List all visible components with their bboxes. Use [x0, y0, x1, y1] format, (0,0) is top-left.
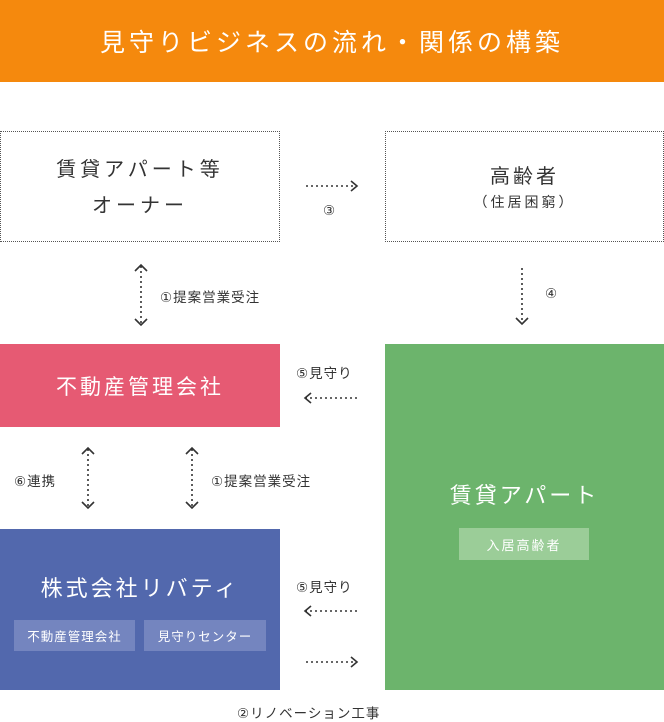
owner-label-line1: 賃貸アパート等 — [56, 156, 224, 181]
label-owner-elderly: ③ — [323, 203, 337, 219]
label-owner-mgmt: ①提案営業受注 — [160, 290, 261, 306]
elderly-label-line2: （住居困窮） — [473, 194, 576, 211]
arrow-watch-to-liberty — [303, 605, 357, 617]
apartment-title: 賃貸アパート — [449, 484, 600, 509]
label-watch-mgmt: ⑤見守り — [296, 366, 353, 382]
apartment-badge: 入居高齢者 — [459, 528, 589, 560]
liberty-badge-management: 不動産管理会社 — [14, 620, 135, 651]
liberty-box: 株式会社リバティ 不動産管理会社 見守りセンター — [0, 529, 280, 690]
arrow-owner-to-elderly — [306, 180, 359, 192]
label-renovation: ②リノベーション工事 — [237, 706, 381, 722]
arrow-renovation — [306, 656, 359, 668]
label-mgmt-liberty: ①提案営業受注 — [211, 474, 312, 490]
arrow-management-liberty — [185, 446, 199, 510]
arrow-owner-management — [134, 263, 148, 327]
arrow-cooperation — [81, 446, 95, 510]
page-title: 見守りビジネスの流れ・関係の構築 — [99, 28, 564, 57]
owner-label-line2: オーナー — [92, 192, 188, 217]
label-watch-liberty: ⑤見守り — [296, 580, 353, 596]
liberty-badge-watch-center: 見守りセンター — [144, 620, 266, 651]
liberty-title: 株式会社リバティ — [40, 577, 240, 602]
management-company-title: 不動産管理会社 — [56, 374, 224, 399]
label-cooperation: ⑥連携 — [14, 474, 57, 490]
elderly-label-line1: 高齢者 — [490, 163, 559, 188]
elderly-box: 高齢者 （住居困窮） — [385, 131, 664, 242]
arrow-watch-to-management — [303, 392, 357, 404]
owner-box: 賃貸アパート等 オーナー — [0, 131, 280, 242]
apartment-box: 賃貸アパート 入居高齢者 — [385, 344, 664, 690]
management-company-box: 不動産管理会社 — [0, 344, 280, 427]
arrow-elderly-to-apartment — [515, 268, 529, 326]
label-elderly-apartment: ④ — [545, 286, 559, 302]
title-bar: 見守りビジネスの流れ・関係の構築 — [0, 0, 664, 82]
